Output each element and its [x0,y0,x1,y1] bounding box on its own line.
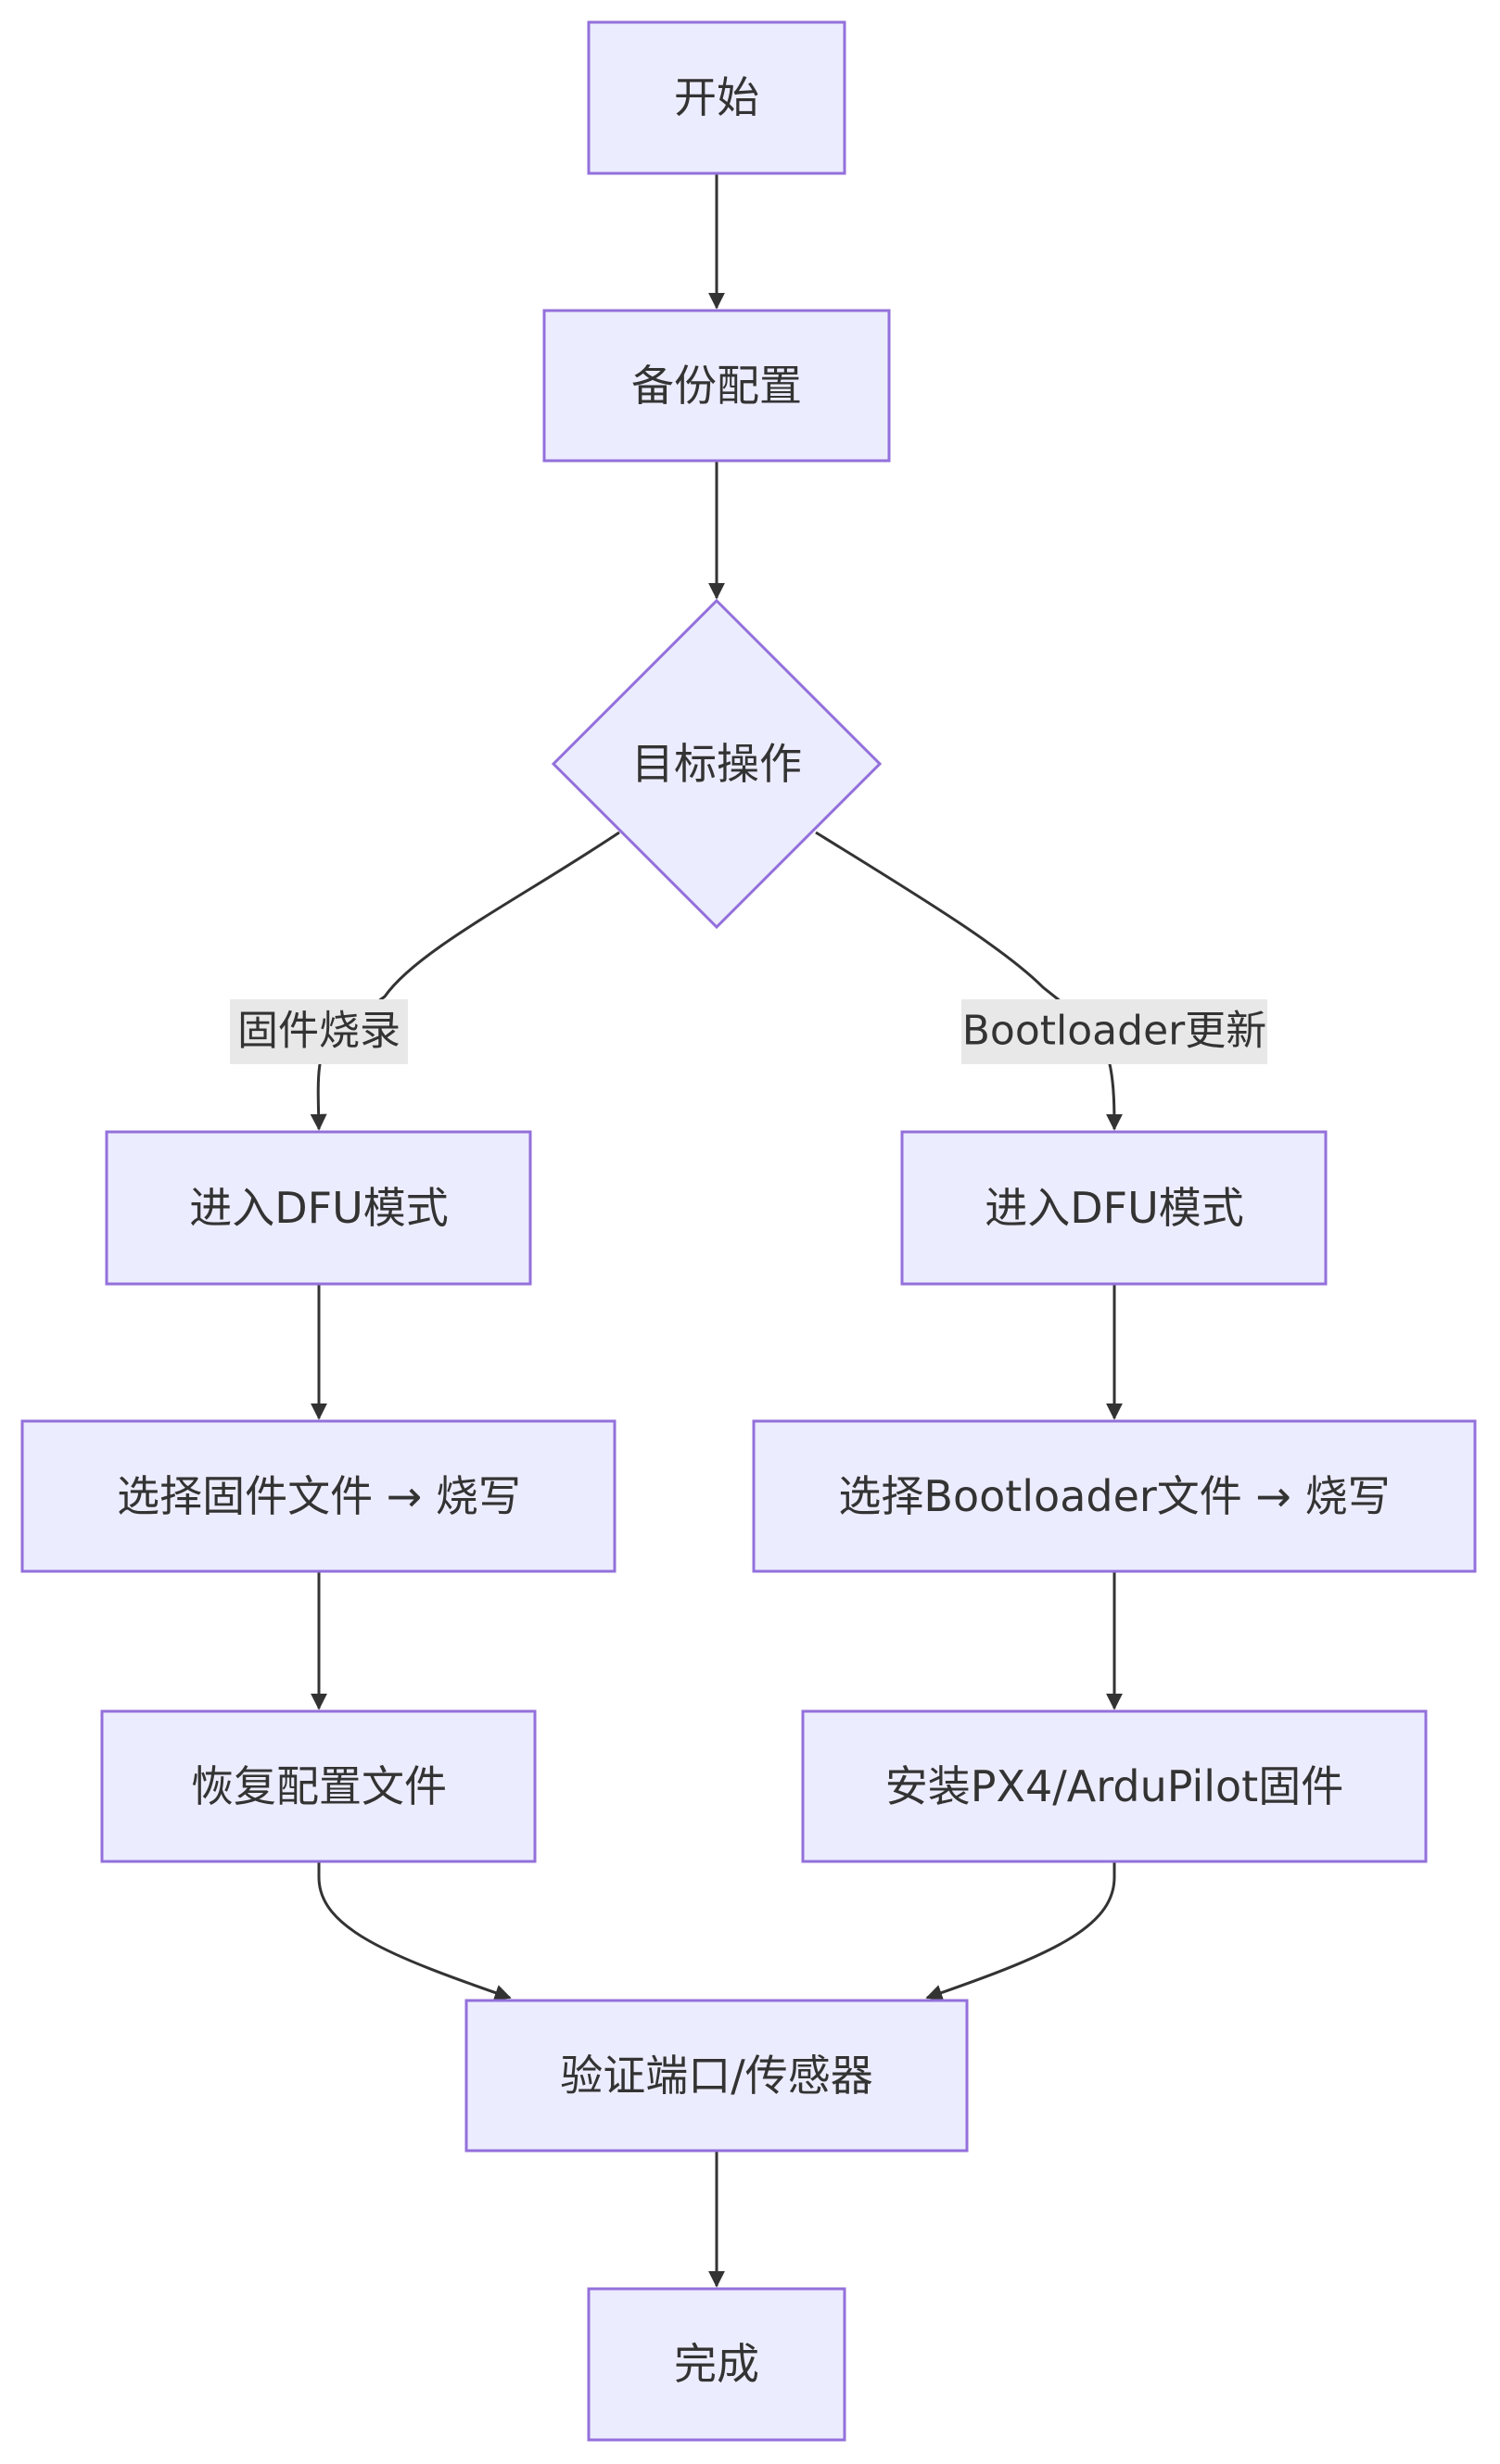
node-decision: 目标操作 [551,598,883,930]
node-restore-label: 恢复配置文件 [191,1761,447,1811]
node-flash-bl: 选择Bootloader文件 → 烧写 [752,1419,1477,1573]
edge-label-bootloader-text: Bootloader更新 [962,1008,1266,1055]
node-install-fw-label: 安装PX4/ArduPilot固件 [885,1761,1343,1811]
node-start: 开始 [587,20,846,175]
node-dfu-right-label: 进入DFU模式 [985,1183,1244,1233]
node-restore: 恢复配置文件 [100,1709,537,1863]
node-dfu-left-label: 进入DFU模式 [189,1183,449,1233]
edge-label-firmware-text: 固件烧录 [237,1008,400,1055]
edge-decision-to-dfu-left [310,831,620,1131]
node-flash-fw-label: 选择固件文件 → 烧写 [117,1471,521,1521]
node-done-label: 完成 [674,2339,759,2389]
node-backup-label: 备份配置 [631,361,802,411]
node-done: 完成 [587,2287,846,2442]
node-flash-bl-label: 选择Bootloader文件 → 烧写 [838,1471,1390,1521]
edge-restore-to-verify [317,1861,512,2001]
node-dfu-right: 进入DFU模式 [900,1130,1328,1286]
node-flash-fw: 选择固件文件 → 烧写 [20,1419,617,1573]
node-decision-label: 目标操作 [631,739,802,789]
node-backup: 备份配置 [542,309,891,463]
edge-decision-to-dfu-right [815,831,1123,1131]
node-verify-label: 验证端口/传感器 [560,2051,873,2101]
node-dfu-left: 进入DFU模式 [105,1130,532,1286]
edge-install-fw-to-verify [925,1861,1116,2001]
edge-label-bootloader: Bootloader更新 [961,999,1267,1064]
node-verify: 验证端口/传感器 [464,1999,969,2153]
node-start-label: 开始 [674,72,759,122]
edge-label-firmware: 固件烧录 [230,999,408,1064]
node-install-fw: 安装PX4/ArduPilot固件 [801,1709,1428,1863]
